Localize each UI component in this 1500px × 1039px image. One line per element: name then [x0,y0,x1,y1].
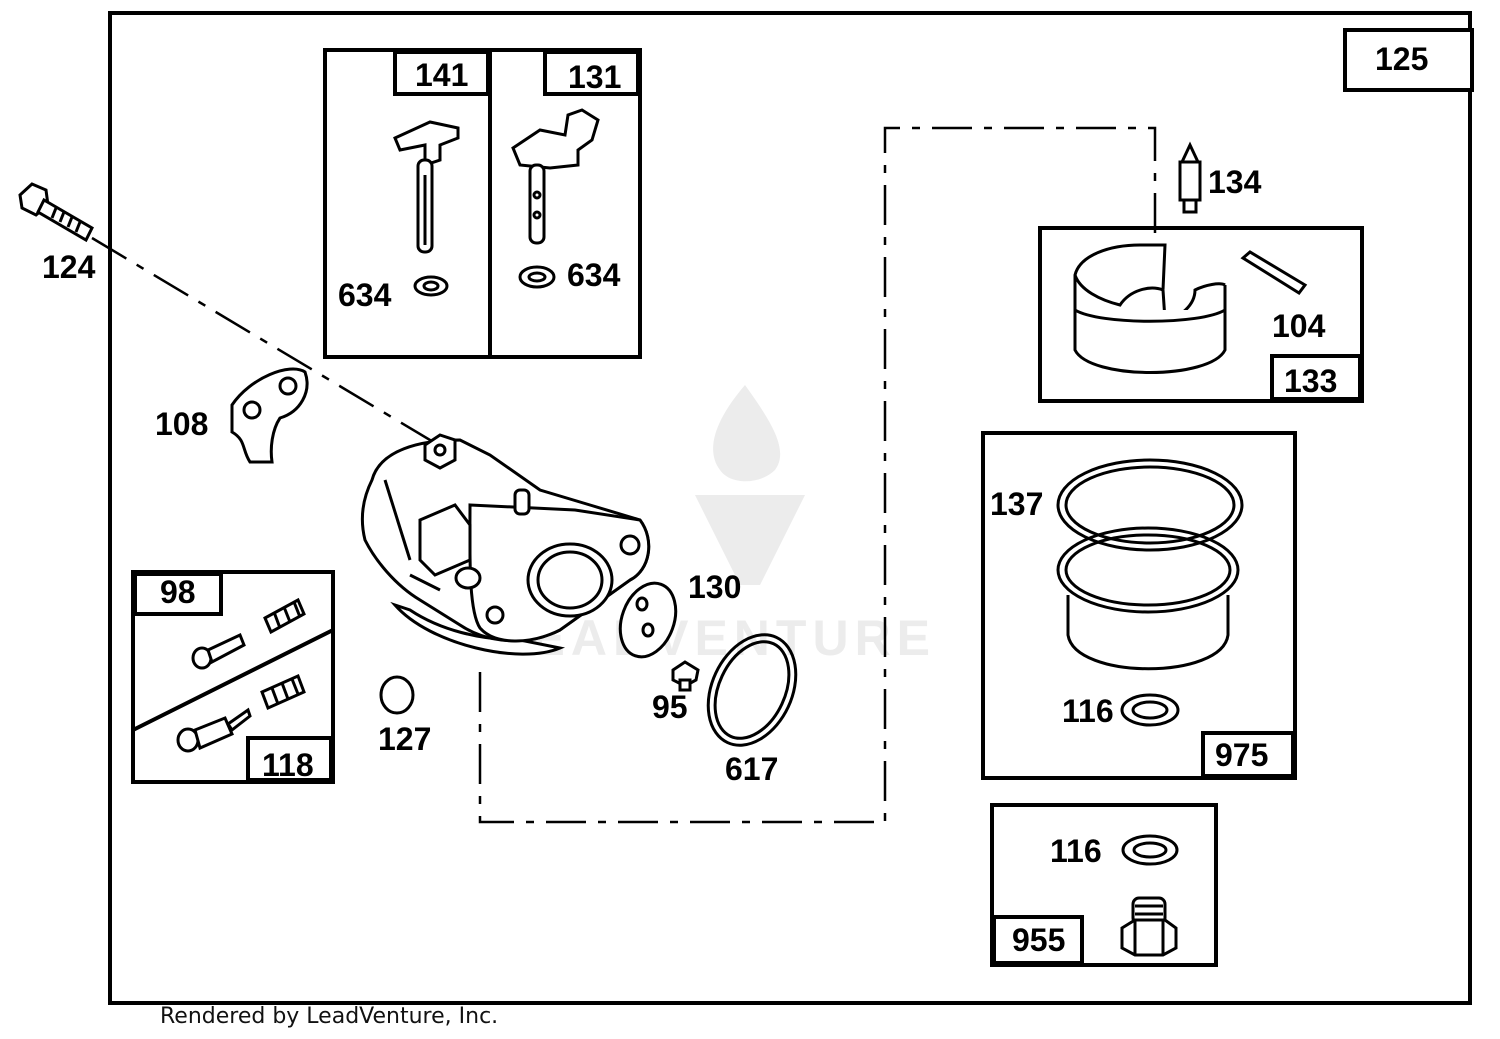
kit-label-141: 141 [415,57,468,93]
footer-credit: Rendered by LeadVenture, Inc. [160,1004,499,1029]
washer-116-lower-icon [1121,834,1179,866]
kit-box-975 [981,431,1297,780]
assembly-label-box [1343,28,1474,92]
bowl-137-drawing [1056,458,1244,671]
float-drawing [1073,243,1227,374]
plate-108-drawing [230,367,309,464]
part-label-116-bowl: 116 [1062,693,1114,729]
part-label-137: 137 [990,486,1043,522]
needle-134-drawing [1178,141,1202,214]
part-label-108: 108 [155,406,208,442]
o-ring-617-drawing [706,633,798,747]
part-label-634-left: 634 [338,277,392,313]
part-label-127: 127 [378,721,431,757]
screw-95-drawing [671,660,700,692]
washer-634-left-icon [413,275,449,297]
part-label-634-right: 634 [567,257,621,293]
part-label-124: 124 [42,249,96,285]
kit-label-133: 133 [1284,363,1337,399]
kit-label-975: 975 [1215,737,1268,773]
part-label-104: 104 [1272,308,1326,344]
plug-127-drawing [379,675,415,715]
washer-634-right-icon [518,265,556,289]
part-label-116-lower: 116 [1050,833,1102,869]
part-label-95: 95 [652,689,688,725]
carburetor-body-drawing [360,433,651,656]
gasket-130-drawing [618,581,678,659]
leader-124 [91,236,436,445]
kit-box-141-131 [323,48,642,359]
leadventure-watermark-logo [695,385,805,585]
kit-box-98-118 [131,570,335,784]
bowl-nut-drawing [1120,896,1178,957]
kit-box-955 [990,803,1218,967]
connection-dashed-line [478,126,1157,824]
part-label-617: 617 [725,751,778,787]
kit-label-118: 118 [262,747,314,783]
throttle-shaft-drawing [393,120,460,254]
kit-label-955: 955 [1012,922,1065,958]
part-label-130: 130 [688,569,741,605]
assembly-label: 125 [1375,41,1428,77]
bolt-124-drawing [18,182,94,243]
part-label-134: 134 [1208,164,1262,200]
kit-label-98: 98 [160,574,196,610]
choke-shaft-drawing [511,108,600,245]
idle-screw-and-spring-drawing [176,597,306,753]
kit-label-131: 131 [568,59,621,95]
kit-box-133 [1038,226,1364,403]
outer-frame [108,11,1472,1005]
washer-116-bowl-icon [1120,693,1180,727]
pin-104-drawing [1240,250,1308,296]
